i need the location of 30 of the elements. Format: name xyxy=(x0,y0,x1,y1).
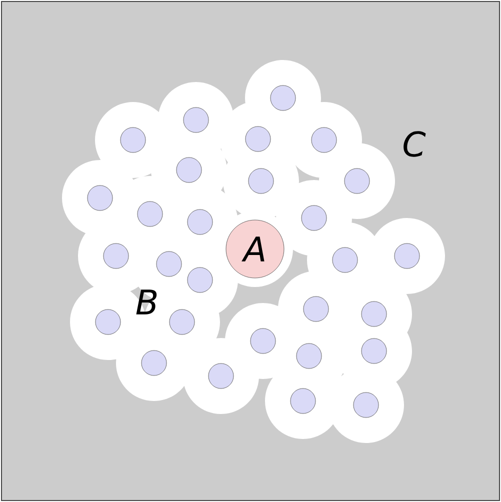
circle xyxy=(141,350,167,376)
circle xyxy=(250,328,276,354)
circle xyxy=(394,243,420,269)
circle xyxy=(208,363,234,389)
circle xyxy=(303,296,329,322)
region-label: B xyxy=(136,290,157,314)
circle xyxy=(183,107,209,133)
circle xyxy=(296,343,322,369)
circle xyxy=(187,267,213,293)
circle xyxy=(187,209,213,235)
circle xyxy=(169,309,195,335)
circle xyxy=(332,247,358,273)
circle xyxy=(95,309,121,335)
circle xyxy=(361,301,387,327)
circle xyxy=(137,201,163,227)
circle xyxy=(290,388,316,414)
circle xyxy=(361,338,387,364)
circle xyxy=(156,251,182,277)
circle xyxy=(301,205,327,231)
circle xyxy=(353,392,379,418)
circle xyxy=(270,85,296,111)
region-label: C xyxy=(404,131,426,157)
circle xyxy=(120,127,146,153)
circle xyxy=(103,243,129,269)
circle xyxy=(245,126,271,152)
circle xyxy=(311,127,337,153)
circle xyxy=(344,168,370,194)
circle xyxy=(248,168,274,194)
circle xyxy=(176,157,202,183)
circle xyxy=(87,185,113,211)
